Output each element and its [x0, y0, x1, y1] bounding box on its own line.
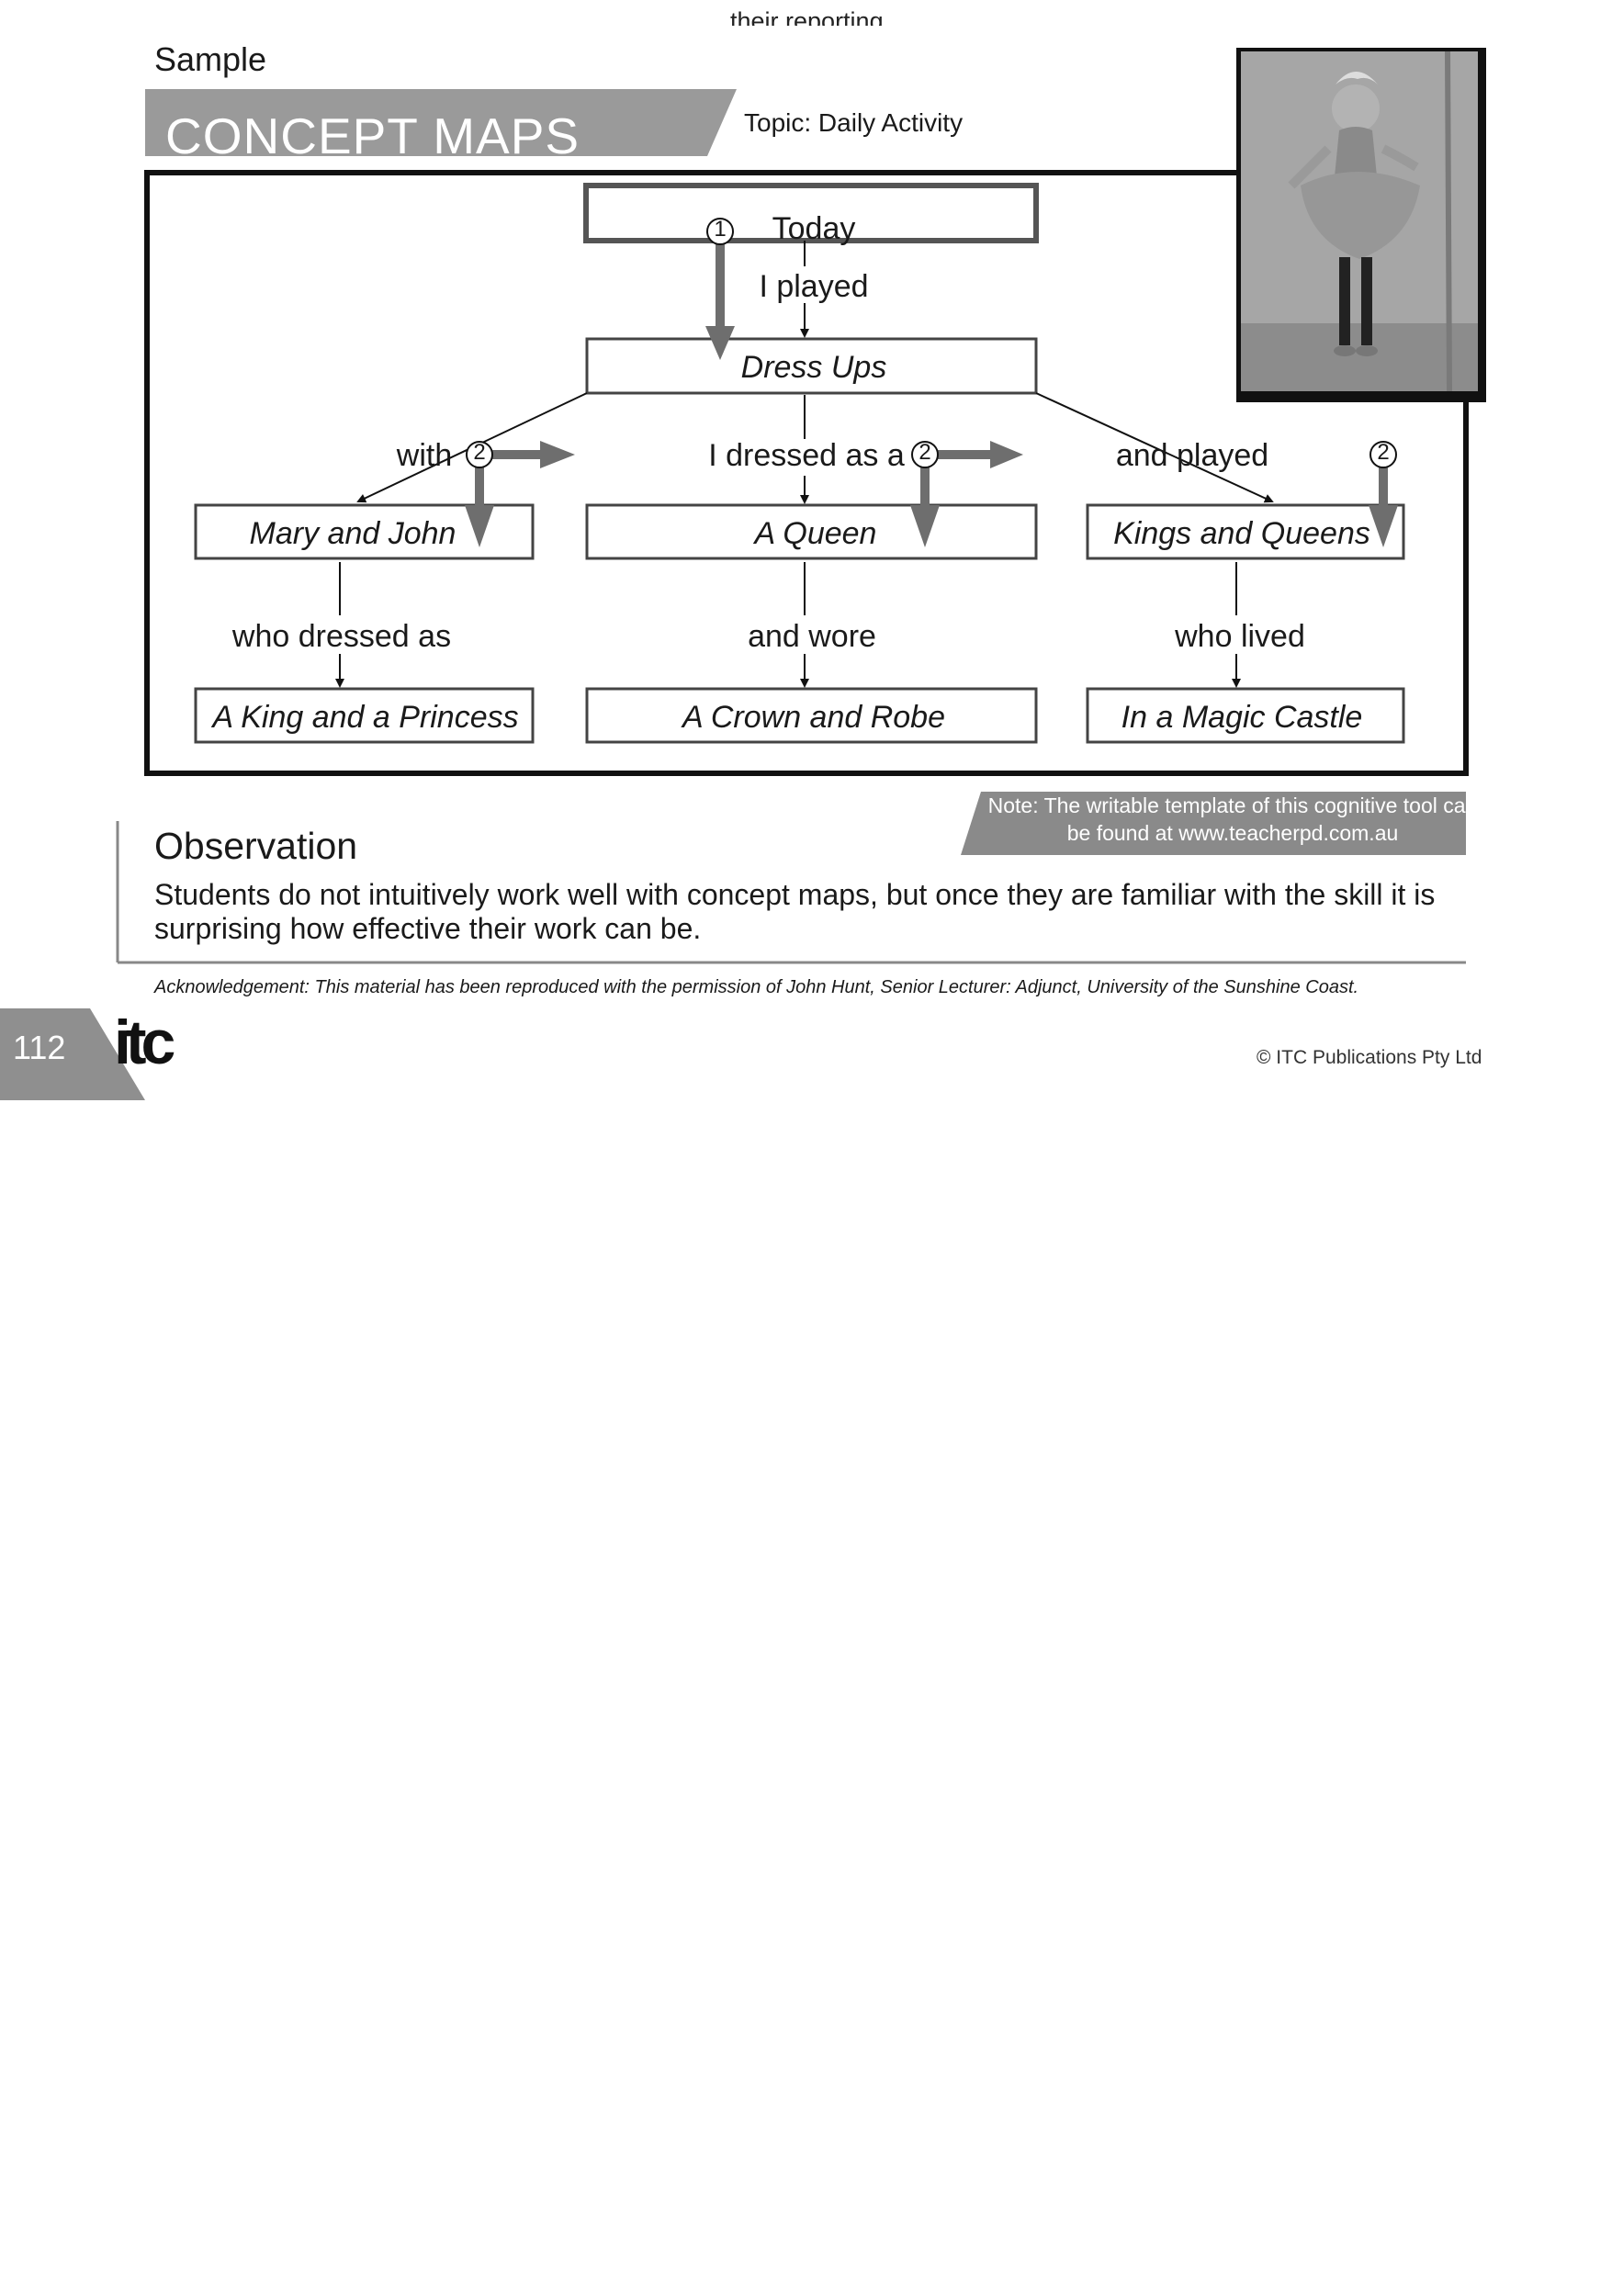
marker-2b-label: 2: [919, 440, 931, 465]
marker-1: [706, 218, 734, 245]
node-mary-john: Mary and John: [249, 516, 456, 551]
link-dressed-as: I dressed as a: [708, 438, 905, 473]
itc-logo: itc: [114, 1008, 180, 1075]
map-frame: [144, 170, 1469, 776]
node-magic-castle: In a Magic Castle: [1121, 700, 1363, 735]
concept-map-diagram: [0, 89, 1469, 1100]
page-number: 112: [13, 1029, 66, 1066]
running-head: their reporting: [730, 7, 884, 26]
photo-icon: [1236, 48, 1486, 402]
sample-label: Sample: [154, 40, 267, 78]
box-today: [583, 183, 1039, 243]
marker-2a: [466, 441, 493, 468]
marker-2c-label: 2: [1377, 440, 1390, 465]
box-magic-castle: [1086, 687, 1405, 744]
link-and-played: and played: [1115, 438, 1269, 473]
marker-2c: [1369, 441, 1397, 468]
node-king-princess: A King and a Princess: [212, 700, 519, 735]
observation-title: Observation: [154, 825, 358, 867]
title-banner: [145, 89, 737, 156]
box-king-princess: [194, 687, 535, 744]
observation-body: Students do not intuitively work well wi…: [154, 878, 1436, 945]
link-and-wore: and wore: [748, 619, 876, 654]
link-who-lived: who lived: [1175, 619, 1305, 654]
box-crown-robe: [585, 687, 1038, 744]
logo-text: itc: [114, 1008, 175, 1075]
node-dress-ups: Dress Ups: [740, 350, 887, 385]
note-text: Note: The writable template of this cogn…: [987, 793, 1478, 845]
page-tab: [0, 1008, 145, 1100]
link-i-played: I played: [759, 269, 869, 304]
node-a-queen: A Queen: [754, 516, 877, 551]
marker-1-label: 1: [714, 217, 727, 242]
acknowledgement: Acknowledgement: This material has been …: [154, 977, 1359, 997]
marker-2a-label: 2: [473, 440, 486, 465]
marker-2b: [911, 441, 939, 468]
box-dress-ups: [585, 337, 1038, 395]
topic-label: Topic: Daily Activity: [744, 108, 964, 137]
link-who-dressed-as: who dressed as: [231, 619, 452, 654]
link-with: with: [396, 438, 453, 473]
node-kings-queens: Kings and Queens: [1113, 516, 1370, 551]
node-crown-robe: A Crown and Robe: [682, 700, 946, 735]
box-kings-queens: [1086, 503, 1405, 560]
box-a-queen: [585, 503, 1038, 560]
node-today: Today: [772, 211, 856, 246]
section-title: CONCEPT MAPS: [165, 107, 580, 164]
note-banner: [961, 792, 1466, 855]
copyright: © ITC Publications Pty Ltd: [1257, 1047, 1482, 1068]
